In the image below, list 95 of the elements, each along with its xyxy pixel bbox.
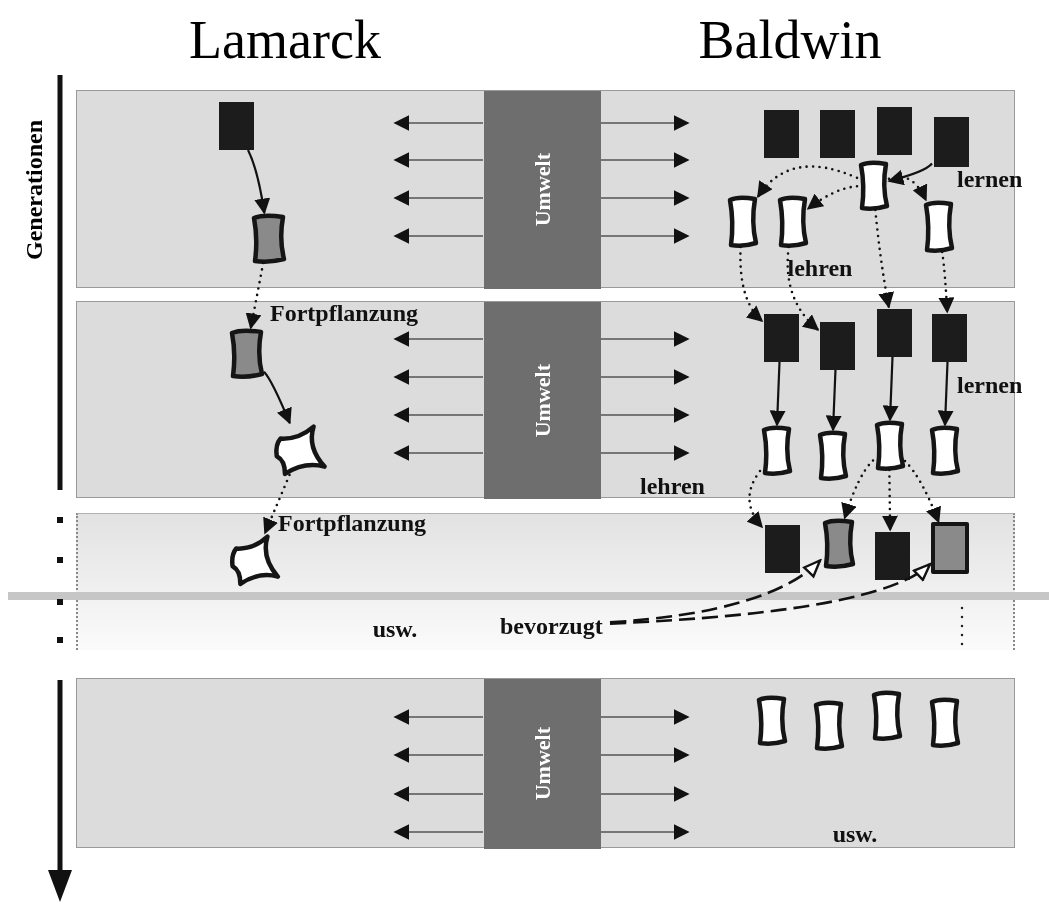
organism-box xyxy=(763,109,800,159)
arrow xyxy=(841,459,875,520)
environment-arrow xyxy=(599,190,690,206)
arrow xyxy=(881,468,898,532)
column-heading: Baldwin xyxy=(698,13,882,67)
arrow xyxy=(245,261,265,330)
organism-box xyxy=(874,531,911,581)
organism-box xyxy=(819,321,856,371)
organism-box xyxy=(764,524,801,574)
arrow xyxy=(882,356,899,422)
organism-blob xyxy=(230,534,282,586)
organism-box xyxy=(876,106,913,156)
organism-box xyxy=(932,523,968,573)
environment-bar xyxy=(484,679,601,849)
environment-arrow xyxy=(393,445,484,461)
environment-arrow xyxy=(599,786,690,802)
arrow xyxy=(938,250,955,314)
environment-label: Umwelt xyxy=(529,363,556,438)
arrow xyxy=(825,369,842,432)
organism-blob xyxy=(274,424,329,476)
arrow xyxy=(874,208,895,309)
annotation-text: usw. xyxy=(832,820,878,848)
column-heading: Lamarck xyxy=(189,13,381,67)
organism-wavy-shape xyxy=(929,426,961,476)
organism-wavy-shape xyxy=(929,698,961,748)
organism-wavy-shape xyxy=(813,701,845,751)
arrow xyxy=(247,149,271,215)
axis-label: Generationen xyxy=(22,120,46,260)
arrow xyxy=(806,184,859,210)
organism-wavy-shape xyxy=(858,161,890,211)
arrow xyxy=(937,361,954,427)
environment-bar xyxy=(484,91,601,289)
generation-band xyxy=(76,678,1015,848)
organism-wavy-shape xyxy=(756,696,788,746)
organism-wavy-shape xyxy=(923,201,955,253)
organism-box xyxy=(876,308,913,358)
arrow xyxy=(739,245,764,323)
environment-arrow xyxy=(599,115,690,131)
environment-arrow xyxy=(599,445,690,461)
environment-arrow xyxy=(599,152,690,168)
environment-arrow xyxy=(393,190,484,206)
organism-box xyxy=(763,313,800,363)
annotation-text: bevorzugt xyxy=(500,613,603,639)
environment-arrow xyxy=(393,747,484,763)
arrow xyxy=(609,563,932,625)
organism-wavy-shape xyxy=(229,329,265,379)
edge-label: lernen xyxy=(957,372,1023,399)
organism-wavy-shape xyxy=(817,431,849,481)
environment-arrow xyxy=(393,786,484,802)
organism-wavy-shape xyxy=(874,421,906,471)
organism-wavy-shape xyxy=(727,196,759,248)
environment-arrow xyxy=(599,228,690,244)
environment-arrow xyxy=(599,331,690,347)
edge-label: Fortpflanzung xyxy=(270,300,418,327)
organism-wavy-shape xyxy=(777,196,809,248)
edge-label: Fortpflanzung xyxy=(278,510,426,537)
environment-arrow xyxy=(393,709,484,725)
arrow xyxy=(263,371,292,425)
organism-wavy-shape xyxy=(871,691,903,741)
organism-box xyxy=(933,116,970,168)
environment-arrow xyxy=(599,407,690,423)
arrow xyxy=(746,469,764,529)
environment-arrow xyxy=(599,824,690,840)
environment-label: Umwelt xyxy=(529,153,556,227)
organism-wavy-shape xyxy=(822,519,856,569)
arrow xyxy=(769,361,786,427)
environment-arrow xyxy=(393,824,484,840)
edge-label: lehren xyxy=(640,473,705,500)
organism-wavy-shape xyxy=(761,426,793,476)
environment-arrow xyxy=(393,407,484,423)
organism-wavy-shape xyxy=(251,214,287,264)
edge-label: lernen xyxy=(957,166,1023,193)
organism-box xyxy=(931,313,968,363)
environment-arrow xyxy=(393,115,484,131)
annotation-text: usw. xyxy=(372,615,418,643)
arrow xyxy=(887,175,928,202)
environment-arrow xyxy=(393,369,484,385)
environment-arrow xyxy=(599,369,690,385)
environment-arrow xyxy=(393,228,484,244)
environment-arrow xyxy=(599,709,690,725)
environment-label: Umwelt xyxy=(529,727,556,801)
arrow xyxy=(756,165,859,198)
organism-box xyxy=(819,109,856,159)
arrow xyxy=(786,245,820,332)
environment-arrow xyxy=(393,331,484,347)
arrow xyxy=(903,459,941,524)
arrow xyxy=(609,559,822,624)
arrow xyxy=(263,473,291,535)
environment-bar xyxy=(484,302,601,499)
environment-arrow xyxy=(393,152,484,168)
annotation-text: lehren xyxy=(787,254,853,282)
arrow xyxy=(887,162,933,186)
generation-band xyxy=(76,513,1015,650)
organism-box xyxy=(218,101,255,151)
environment-arrow xyxy=(599,747,690,763)
